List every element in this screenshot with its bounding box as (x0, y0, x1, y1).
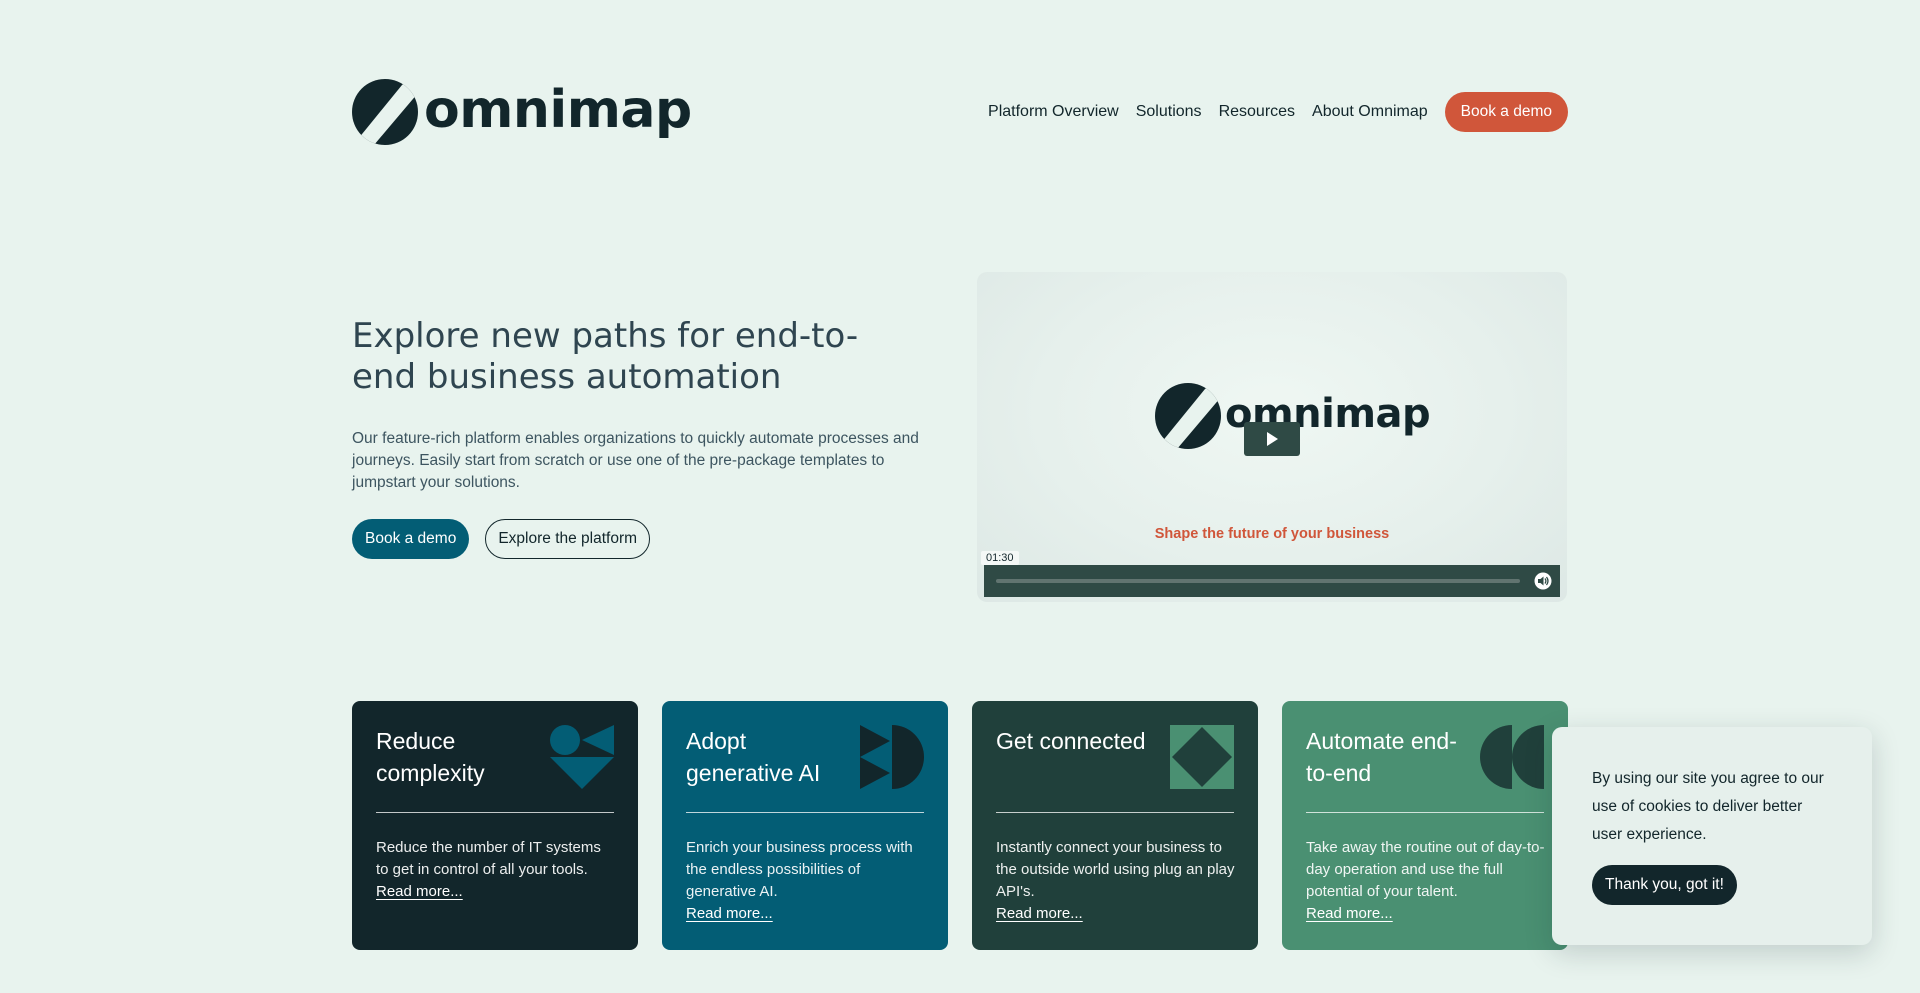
card-title: Automate end-to-end (1306, 728, 1457, 786)
hero-book-demo-button[interactable]: Book a demo (352, 519, 470, 559)
read-more-link[interactable]: Read more... (1306, 905, 1393, 922)
card-divider (996, 812, 1234, 813)
nav-book-demo-button[interactable]: Book a demo (1444, 92, 1568, 132)
cookie-message: By using our site you agree to our use o… (1592, 770, 1824, 843)
hero-buttons: Book a demo Explore the platform (352, 519, 651, 559)
explore-platform-button[interactable]: Explore the platform (485, 519, 651, 559)
card-description: Reduce the number of IT systems to get i… (376, 839, 601, 878)
read-more-link[interactable]: Read more... (686, 905, 773, 922)
hero-description: Our feature-rich platform enables organi… (352, 430, 919, 491)
video-progress-bar[interactable] (996, 579, 1520, 583)
omnimap-logo-icon (1155, 383, 1221, 449)
video-controls (984, 565, 1560, 597)
triangles-halfcircle-icon (860, 725, 924, 789)
cookie-accept-button[interactable]: Thank you, got it! (1592, 865, 1737, 905)
nav-resources[interactable]: Resources (1218, 103, 1296, 120)
video-tagline: Shape the future of your business (1154, 526, 1390, 542)
play-icon (1267, 432, 1278, 446)
read-more-link[interactable]: Read more... (376, 883, 463, 900)
volume-icon[interactable] (1534, 572, 1552, 590)
card-text: Reduce the number of IT systems to get i… (376, 837, 616, 903)
video-player[interactable]: omnimap Shape the future of your busines… (977, 272, 1567, 602)
hero-title: Explore new paths for end-to-end busines… (352, 316, 859, 397)
cookie-banner: By using our site you agree to our use o… (1552, 727, 1872, 945)
card-description: Enrich your business process with the en… (686, 839, 913, 900)
card-divider (686, 812, 924, 813)
nav-about-omnimap[interactable]: About Omnimap (1312, 103, 1428, 120)
card-description: Instantly connect your business to the o… (996, 839, 1235, 900)
read-more-link[interactable]: Read more... (996, 905, 1083, 922)
card-title: Reduce complexity (376, 728, 485, 786)
card-divider (376, 812, 614, 813)
card-text: Take away the routine out of day-to-day … (1306, 837, 1546, 925)
site-header: omnimap Platform Overview Solutions Reso… (352, 78, 1568, 146)
diamond-square-icon (1170, 725, 1234, 789)
logo-text: omnimap (424, 80, 692, 140)
omnimap-logo-icon (352, 79, 418, 145)
card-get-connected: Get connected Instantly connect your bus… (972, 701, 1258, 950)
card-adopt-generative-ai: Adopt generative AI Enrich your business… (662, 701, 948, 950)
card-text: Instantly connect your business to the o… (996, 837, 1236, 925)
card-automate-end-to-end: Automate end-to-end Take away the routin… (1282, 701, 1568, 950)
card-title: Adopt generative AI (686, 728, 821, 786)
nav-platform-overview[interactable]: Platform Overview (988, 103, 1119, 120)
logo[interactable]: omnimap (352, 78, 692, 146)
card-description: Take away the routine out of day-to-day … (1306, 839, 1545, 900)
card-text: Enrich your business process with the en… (686, 837, 926, 925)
card-reduce-complexity: Reduce complexity Reduce the number of I… (352, 701, 638, 950)
video-time-tooltip: 01:30 (981, 551, 1019, 565)
nav-solutions[interactable]: Solutions (1135, 103, 1202, 120)
main-nav: Platform Overview Solutions Resources Ab… (988, 92, 1568, 132)
play-button[interactable] (1244, 422, 1300, 456)
card-title: Get connected (996, 728, 1146, 754)
shapes-icon (550, 725, 614, 789)
card-divider (1306, 812, 1544, 813)
half-circles-icon (1480, 725, 1544, 789)
